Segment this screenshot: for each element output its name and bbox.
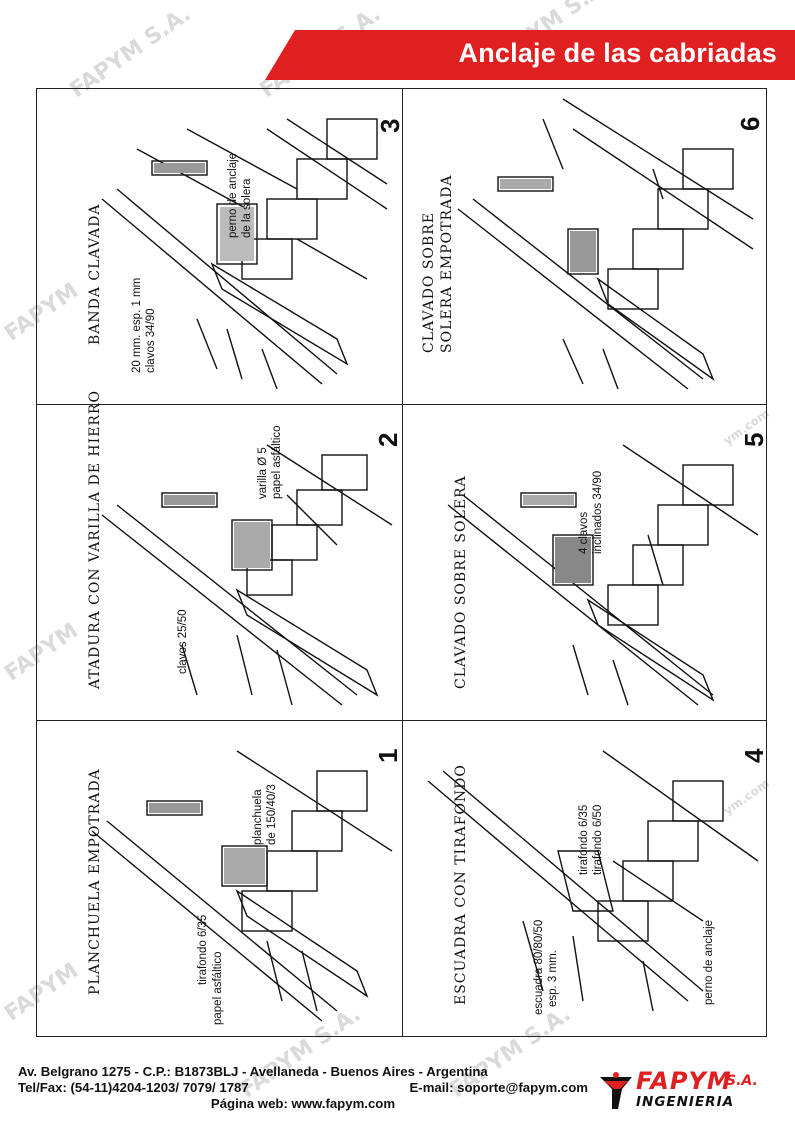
panel-5-drawing — [447, 444, 759, 706]
diagram-sheet: BANDA CLAVADA 20 mm. esp. 1 mm clavos 34… — [36, 88, 769, 1037]
panel-label: clavos 25/50 — [177, 609, 189, 674]
panel-label: de 150/40/3 — [266, 784, 278, 845]
panel-label: perno de anclaje — [703, 919, 715, 1005]
panel-label: varilla Ø 5 — [257, 447, 269, 499]
panel-label: inclinados 34/90 — [592, 470, 604, 554]
panel-label: escuadra 80/80/50 — [533, 919, 545, 1015]
panel-label: tirafondo 6/35 — [197, 914, 209, 985]
panel-label: clavos 34/90 — [145, 308, 157, 373]
panel-title: PLANCHUELA EMPOTRADA — [87, 768, 103, 995]
panel-number: 5 — [739, 432, 769, 447]
footer-web-row: Página web: www.fapym.com — [18, 1096, 588, 1112]
panel-number: 2 — [373, 432, 403, 447]
footer-address: Av. Belgrano 1275 - C.P.: B1873BLJ - Ave… — [18, 1064, 488, 1079]
panel-title: ESCUADRA CON TIRAFONDO — [453, 764, 469, 1005]
panel-label: 20 mm. esp. 1 mm — [131, 277, 143, 373]
panel-label: perno de anclaje — [227, 152, 239, 238]
panel-planchuela-empotrada: PLANCHUELA EMPOTRADA tirafondo 6/35 pape… — [37, 721, 403, 1035]
panel-label: papel asfáltico — [212, 951, 224, 1025]
panel-number: 4 — [739, 748, 769, 763]
footer-email[interactable]: E-mail: soporte@fapym.com — [409, 1080, 588, 1095]
panel-label: planchuela — [252, 789, 264, 845]
panel-number: 6 — [735, 116, 765, 131]
page-title: Anclaje de las cabriadas — [458, 38, 777, 68]
banner-shape — [265, 30, 795, 80]
footer-phone: Tel/Fax: (54-11)4204-1203/ 7079/ 1787 — [18, 1080, 249, 1095]
title-banner: Anclaje de las cabriadas — [265, 30, 795, 80]
footer-contact-row: Tel/Fax: (54-11)4204-1203/ 7079/ 1787 E-… — [18, 1080, 588, 1096]
logo-suffix: S.A. — [726, 1073, 758, 1089]
panel-2-drawing — [101, 444, 393, 706]
footer-address-row: Av. Belgrano 1275 - C.P.: B1873BLJ - Ave… — [18, 1064, 588, 1080]
panel-title: ATADURA CON VARILLA DE HIERRO — [87, 390, 103, 689]
panel-label: tirafondo 6/50 — [592, 804, 604, 875]
panel-label: tirafondo 6/35 — [578, 804, 590, 875]
panel-title: CLAVADO SOBRE — [421, 212, 437, 353]
panel-number: 1 — [373, 748, 403, 763]
logo-name: FAPYM — [636, 1067, 732, 1095]
panel-label: 4 clavos — [578, 511, 590, 554]
panel-title: CLAVADO SOBRE SOLERA — [453, 475, 469, 689]
panel-banda-clavada: BANDA CLAVADA 20 mm. esp. 1 mm clavos 34… — [37, 89, 405, 403]
panel-clavado-solera-empotrada: CLAVADO SOBRE SOLERA EMPOTRADA 6 — [403, 89, 767, 403]
logo-mark-icon — [600, 1072, 632, 1109]
panel-title: BANDA CLAVADA — [87, 203, 103, 345]
panel-clavado-solera: CLAVADO SOBRE SOLERA 4 clavos inclinados… — [403, 405, 769, 719]
company-logo: FAPYM S.A. INGENIERIA — [598, 1067, 788, 1113]
panel-1-drawing — [91, 750, 393, 1022]
panel-escuadra-tirafondo: ESCUADRA CON TIRAFONDO escuadra 80/80/50… — [403, 721, 769, 1035]
divider-horizontal — [37, 720, 766, 721]
logo-subtitle: INGENIERIA — [636, 1094, 735, 1110]
panel-title: SOLERA EMPOTRADA — [439, 174, 455, 353]
divider-vertical — [402, 89, 403, 1036]
panel-number: 3 — [375, 118, 405, 133]
panel-6-drawing — [457, 98, 754, 390]
panel-label: de la solera — [241, 178, 253, 238]
divider-horizontal — [37, 404, 766, 405]
panel-3-drawing — [101, 118, 388, 390]
panel-atadura-varilla: ATADURA CON VARILLA DE HIERRO clavos 25/… — [37, 390, 403, 719]
panel-label: papel asfáltico — [271, 425, 283, 499]
panel-4-drawing — [427, 750, 759, 1012]
panel-label: esp. 3 mm. — [547, 950, 559, 1007]
footer-web[interactable]: Página web: www.fapym.com — [210, 1096, 396, 1111]
footer-contact: Av. Belgrano 1275 - C.P.: B1873BLJ - Ave… — [18, 1064, 598, 1112]
